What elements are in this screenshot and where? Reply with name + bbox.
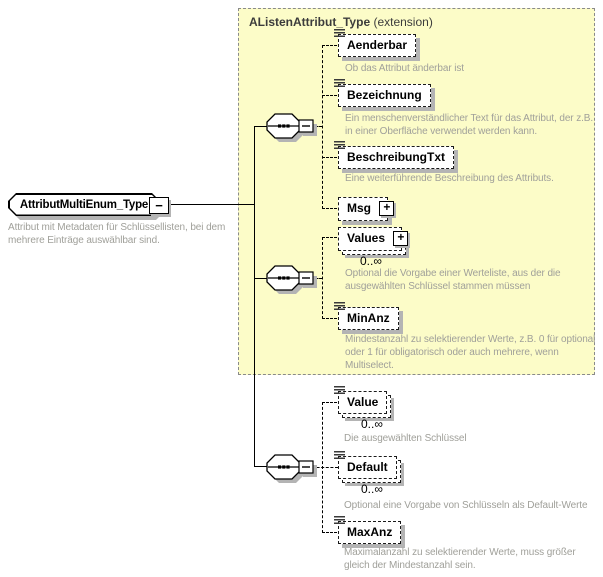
root-element-description: Attribut mit Metadaten für Schlüssellist… xyxy=(8,222,226,246)
connector-trunk xyxy=(254,126,255,466)
connector-to-minanz xyxy=(322,318,337,319)
connector-stub-seq2 xyxy=(254,278,267,279)
element-label: Msg xyxy=(347,201,371,215)
annotation-icon xyxy=(334,451,345,459)
annotation-icon xyxy=(334,516,345,524)
connector-to-aenderbar xyxy=(322,45,337,46)
collapse-icon[interactable]: − xyxy=(149,197,169,214)
connector-stub-seq1 xyxy=(254,126,267,127)
element-label: Value xyxy=(347,395,379,409)
root-element-label: AttributMultiEnum_Type xyxy=(19,198,149,211)
annotation-icon xyxy=(334,302,345,310)
root-element-attributmultienum-type[interactable]: AttributMultiEnum_Type − xyxy=(8,192,169,220)
extension-type-name: AListenAttribut_Type xyxy=(249,15,371,29)
sequence-compositor-icon[interactable] xyxy=(266,454,318,486)
annotation-icon xyxy=(334,29,345,37)
element-label: Bezeichnung xyxy=(347,88,422,102)
element-minanz[interactable]: MinAnz xyxy=(334,302,399,330)
connector-group1-vertical xyxy=(322,45,323,209)
expand-icon[interactable]: + xyxy=(393,231,409,247)
extension-title: AListenAttribut_Type (extension) xyxy=(249,15,433,29)
element-value-box[interactable]: Value xyxy=(334,386,388,414)
element-description: Maximalanzahl zu selektierender Werte, m… xyxy=(344,547,576,571)
annotation-icon xyxy=(334,141,345,149)
connector-stub-seq3 xyxy=(254,466,267,467)
element-bezeichnung[interactable]: Bezeichnung xyxy=(334,79,431,107)
element-description: Eine weiterführende Beschreibung des Att… xyxy=(345,173,554,184)
connector-group2-vertical xyxy=(322,237,323,319)
element-label: Aenderbar xyxy=(347,38,408,52)
element-description: Die ausgewählten Schlüssel xyxy=(344,433,467,444)
element-description: Optional eine Vorgabe von Schlüsseln als… xyxy=(344,500,588,511)
connector-to-beschreibungtxt xyxy=(322,157,337,158)
element-description: Ob das Attribut änderbar ist xyxy=(345,63,464,74)
expand-icon[interactable]: + xyxy=(379,201,395,217)
connector-to-value xyxy=(322,402,337,403)
connector-to-default xyxy=(312,467,338,468)
element-default-box[interactable]: Default xyxy=(334,451,397,479)
extension-container: AListenAttribut_Type (extension) xyxy=(238,8,595,375)
connector-to-bezeichnung xyxy=(322,95,337,96)
connector-root-to-trunk xyxy=(167,204,254,205)
element-description: Optional die Vorgabe einer Werteliste, a… xyxy=(345,268,561,292)
element-label: MaxAnz xyxy=(347,525,393,539)
element-msg[interactable]: Msg + xyxy=(338,197,395,222)
occurrence-label: 0..∞ xyxy=(360,254,382,268)
connector-to-msg xyxy=(322,208,337,209)
connector-to-values xyxy=(322,237,337,238)
connector-to-maxanz xyxy=(322,532,337,533)
element-label: BeschreibungTxt xyxy=(347,150,446,164)
element-description: Ein menschenverständlicher Text für das … xyxy=(345,113,594,137)
element-maxanz[interactable]: MaxAnz xyxy=(334,516,402,544)
element-values[interactable]: Values + xyxy=(338,227,409,256)
annotation-icon xyxy=(334,386,345,394)
extension-qualifier: (extension) xyxy=(370,15,433,29)
minus-glyph: − xyxy=(155,198,163,213)
sequence-compositor-icon[interactable] xyxy=(266,265,318,297)
annotation-icon xyxy=(334,79,345,87)
element-aenderbar[interactable]: Aenderbar xyxy=(334,29,417,57)
element-default[interactable]: Default xyxy=(334,451,401,483)
occurrence-label: 0..∞ xyxy=(361,482,383,496)
element-values-box[interactable]: Values + xyxy=(338,227,409,252)
element-description: Mindestanzahl zu selektierender Werte, z… xyxy=(345,334,596,371)
element-beschreibungtxt[interactable]: BeschreibungTxt xyxy=(334,141,455,169)
element-label: Values xyxy=(347,231,386,245)
element-label: Default xyxy=(347,460,388,474)
sequence-compositor-icon[interactable] xyxy=(266,113,318,145)
element-label: MinAnz xyxy=(347,311,390,325)
root-element-box[interactable]: AttributMultiEnum_Type xyxy=(8,193,160,216)
element-value[interactable]: Value xyxy=(334,386,392,418)
occurrence-label: 0..∞ xyxy=(361,417,383,431)
